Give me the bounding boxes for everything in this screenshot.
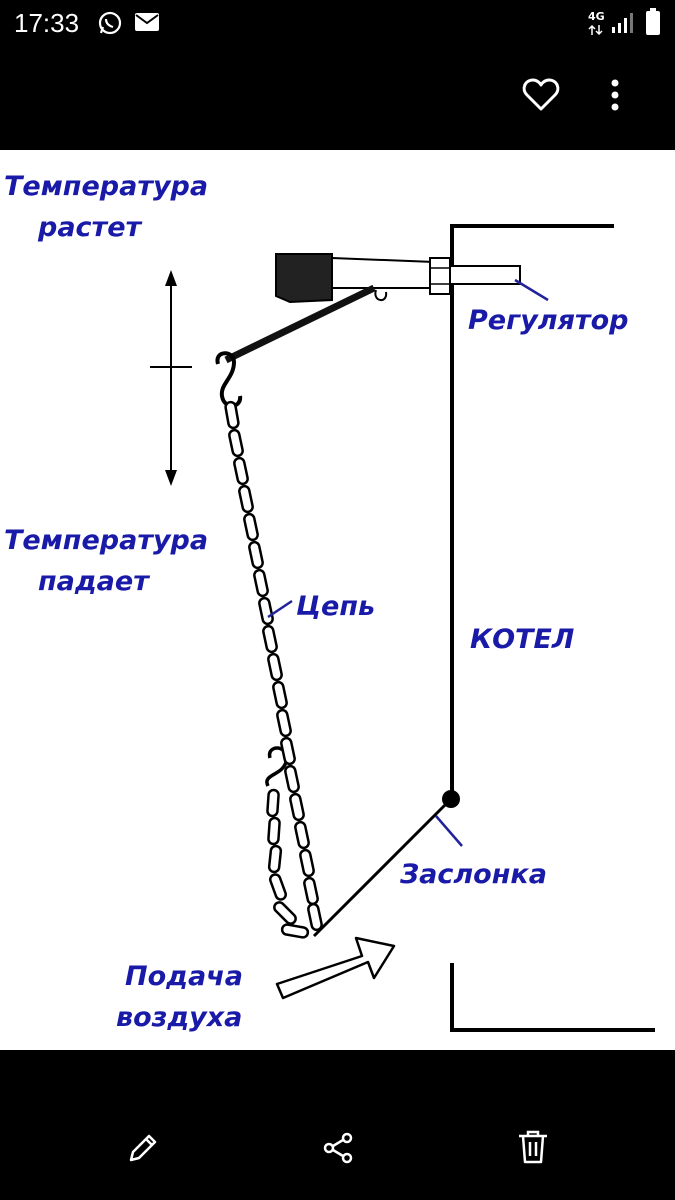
lever-arm bbox=[224, 284, 376, 364]
label-damper: Заслонка bbox=[399, 859, 547, 890]
status-time: 17:33 bbox=[14, 8, 80, 38]
chain-pointer bbox=[267, 599, 293, 619]
data-arrows-icon bbox=[588, 24, 603, 36]
whatsapp-icon bbox=[98, 11, 122, 35]
label-air-line2: воздуха bbox=[116, 1002, 242, 1033]
mail-icon bbox=[135, 13, 159, 31]
chain bbox=[224, 400, 323, 939]
label-air-line1: Подача bbox=[125, 961, 243, 992]
top-toolbar bbox=[0, 48, 675, 148]
label-regulator: Регулятор bbox=[468, 305, 628, 336]
regulator-device bbox=[275, 253, 549, 304]
delete-icon[interactable] bbox=[515, 1128, 551, 1166]
signal-icon bbox=[612, 13, 633, 33]
battery-icon bbox=[646, 8, 660, 35]
label-chain: Цепь bbox=[296, 591, 375, 622]
image-viewer[interactable]: Температура растет Регулятор Температура… bbox=[0, 150, 675, 1050]
label-boiler: КОТЕЛ bbox=[470, 624, 574, 655]
label-temp-rises-line1: Температура bbox=[4, 171, 208, 202]
label-temp-falls-line2: падает bbox=[38, 566, 150, 597]
network-type: 4G bbox=[588, 10, 605, 23]
bottom-action-bar bbox=[0, 1050, 675, 1200]
damper bbox=[312, 790, 463, 938]
label-temp-falls-line1: Температура bbox=[4, 525, 208, 556]
boiler-outline bbox=[450, 224, 655, 1032]
share-icon[interactable] bbox=[320, 1130, 356, 1166]
edit-icon[interactable] bbox=[125, 1130, 161, 1166]
regulator-diagram: Температура растет Регулятор Температура… bbox=[4, 171, 655, 1033]
temperature-range-arrow bbox=[150, 270, 192, 486]
label-temp-rises-line2: растет bbox=[37, 212, 143, 243]
heart-icon[interactable] bbox=[522, 78, 560, 112]
air-flow-arrow bbox=[275, 936, 396, 1000]
status-bar: 17:33 4G bbox=[0, 0, 675, 48]
more-vert-icon[interactable] bbox=[605, 78, 625, 114]
